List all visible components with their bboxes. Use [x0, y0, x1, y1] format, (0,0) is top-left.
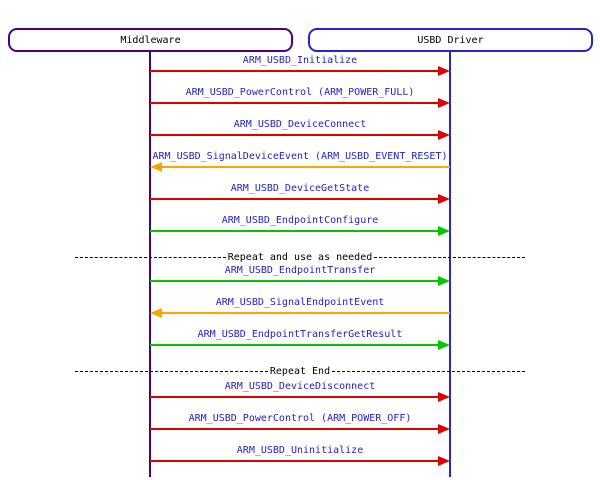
- entity-label: USBD Driver: [417, 34, 484, 46]
- message-label: ARM_USBD_EndpointConfigure: [221, 215, 379, 226]
- message-arrow: ARM_USBD_Initialize: [150, 53, 450, 76]
- message-arrow: ARM_USBD_DeviceDisconnect: [150, 379, 450, 402]
- arrow-line: [150, 70, 439, 72]
- message-label: ARM_USBD_DeviceDisconnect: [224, 381, 376, 392]
- lifeline-usbd-driver: [449, 52, 451, 477]
- arrow-line: [150, 102, 439, 104]
- message-arrow: ARM_USBD_PowerControl (ARM_POWER_FULL): [150, 85, 450, 108]
- message-label: ARM_USBD_DeviceConnect: [233, 119, 367, 130]
- message-arrow: ARM_USBD_SignalEndpointEvent: [150, 295, 450, 318]
- message-label: ARM_USBD_Initialize: [242, 55, 358, 66]
- arrow-head-icon: [150, 162, 162, 172]
- entity-box-middleware: Middleware: [8, 28, 293, 52]
- message-arrow: ARM_USBD_DeviceGetState: [150, 181, 450, 204]
- message-label: ARM_USBD_SignalDeviceEvent (ARM_USBD_EVE…: [152, 151, 448, 162]
- separator-dash: [374, 256, 525, 258]
- lifeline-middleware: [149, 52, 151, 477]
- separator-dash: [332, 370, 525, 372]
- arrow-line: [150, 396, 439, 398]
- separator-dash: [75, 256, 226, 258]
- arrow-head-icon: [438, 340, 450, 350]
- arrow-head-icon: [438, 424, 450, 434]
- separator-label: Repeat and use as needed: [227, 251, 373, 263]
- message-label: ARM_USBD_Uninitialize: [236, 445, 364, 456]
- entity-box-usbd-driver: USBD Driver: [308, 28, 593, 52]
- arrow-line: [150, 428, 439, 430]
- arrow-head-icon: [438, 392, 450, 402]
- message-arrow: ARM_USBD_SignalDeviceEvent (ARM_USBD_EVE…: [150, 149, 450, 172]
- message-arrow: ARM_USBD_PowerControl (ARM_POWER_OFF): [150, 411, 450, 434]
- arrow-head-icon: [438, 98, 450, 108]
- arrow-head-icon: [438, 66, 450, 76]
- message-label: ARM_USBD_DeviceGetState: [230, 183, 370, 194]
- arrow-line: [161, 312, 450, 314]
- message-label: ARM_USBD_SignalEndpointEvent: [215, 297, 385, 308]
- arrow-line: [150, 344, 439, 346]
- arrow-head-icon: [438, 130, 450, 140]
- arrow-line: [150, 280, 439, 282]
- arrow-line: [150, 460, 439, 462]
- arrow-head-icon: [150, 308, 162, 318]
- entity-label: Middleware: [120, 34, 181, 46]
- separator-label: Repeat End: [269, 365, 331, 377]
- message-arrow: ARM_USBD_EndpointConfigure: [150, 213, 450, 236]
- arrow-head-icon: [438, 226, 450, 236]
- separator-dash: [75, 370, 268, 372]
- message-arrow: ARM_USBD_DeviceConnect: [150, 117, 450, 140]
- separator-repeat-start: Repeat and use as needed: [75, 250, 525, 264]
- arrow-line: [161, 166, 450, 168]
- message-label: ARM_USBD_EndpointTransferGetResult: [197, 329, 403, 340]
- arrow-head-icon: [438, 276, 450, 286]
- message-arrow: ARM_USBD_Uninitialize: [150, 443, 450, 466]
- arrow-line: [150, 198, 439, 200]
- separator-repeat-end: Repeat End: [75, 364, 525, 378]
- message-arrow: ARM_USBD_EndpointTransferGetResult: [150, 327, 450, 350]
- message-label: ARM_USBD_EndpointTransfer: [224, 265, 376, 276]
- message-label: ARM_USBD_PowerControl (ARM_POWER_OFF): [188, 413, 412, 424]
- message-arrow: ARM_USBD_EndpointTransfer: [150, 263, 450, 286]
- arrow-line: [150, 230, 439, 232]
- message-label: ARM_USBD_PowerControl (ARM_POWER_FULL): [185, 87, 415, 98]
- arrow-head-icon: [438, 194, 450, 204]
- arrow-head-icon: [438, 456, 450, 466]
- arrow-line: [150, 134, 439, 136]
